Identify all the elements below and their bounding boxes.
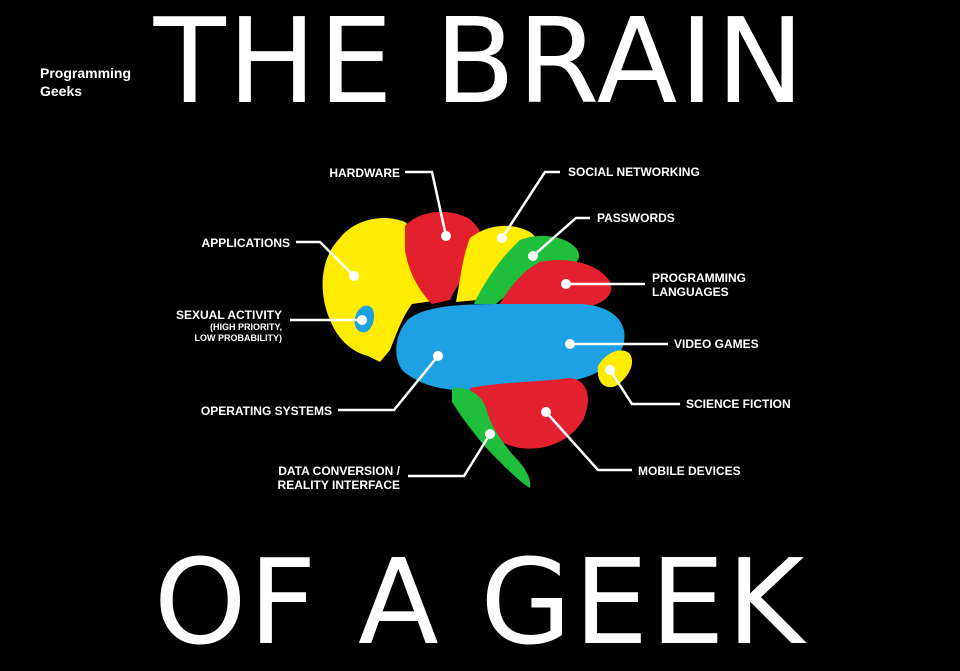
- label-science-fiction: SCIENCE FICTION: [686, 397, 791, 411]
- label-video-games: VIDEO GAMES: [674, 337, 759, 351]
- lobe-passwords: [474, 235, 580, 304]
- line-science-fiction: [608, 369, 680, 406]
- dot-passwords: [528, 251, 538, 261]
- line-data-conversion: [408, 433, 492, 478]
- lobe-video-games: [396, 304, 625, 391]
- line-mobile-devices: [545, 411, 632, 472]
- lobe-hardware: [405, 211, 483, 304]
- label-sexual-activity-sub1: (HIGH PRIORITY,: [209, 322, 282, 332]
- connector-dots: [349, 231, 615, 439]
- label-programming-languages-line1: PROGRAMMING: [652, 271, 746, 285]
- label-data-conversion-line1: DATA CONVERSION /: [278, 464, 400, 478]
- dot-hardware: [441, 231, 451, 241]
- label-data-conversion-line2: REALITY INTERFACE: [277, 478, 400, 492]
- label-sexual-activity-main: SEXUAL ACTIVITY: [175, 308, 282, 322]
- brain-lobes: [322, 211, 633, 488]
- label-sexual-activity-sub2: LOW PROBABILITY): [194, 333, 283, 343]
- label-sexual-activity: SEXUAL ACTIVITY (HIGH PRIORITY, LOW PROB…: [150, 308, 282, 344]
- title-top: THE BRAIN: [153, 0, 807, 130]
- dot-operating-systems: [433, 351, 443, 361]
- label-programming-languages-line2: LANGUAGES: [652, 285, 729, 299]
- line-passwords: [532, 216, 590, 257]
- line-operating-systems: [338, 355, 439, 412]
- dot-social-networking: [497, 233, 507, 243]
- dot-mobile-devices: [541, 407, 551, 417]
- label-data-conversion: DATA CONVERSION / REALITY INTERFACE: [250, 464, 400, 492]
- label-programming-languages: PROGRAMMING LANGUAGES: [652, 271, 746, 299]
- dot-sexual-activity: [357, 315, 367, 325]
- dot-programming-languages: [561, 279, 571, 289]
- label-mobile-devices: MOBILE DEVICES: [638, 464, 741, 478]
- lobe-science-fiction: [597, 350, 633, 388]
- label-operating-systems: OPERATING SYSTEMS: [200, 404, 332, 418]
- label-hardware: HARDWARE: [329, 166, 400, 180]
- label-passwords: PASSWORDS: [597, 211, 675, 225]
- line-applications: [296, 240, 355, 277]
- connector-lines: [290, 170, 680, 478]
- lobe-mobile-devices: [470, 378, 588, 449]
- line-social-networking: [500, 170, 560, 239]
- watermark-text: Programming Geeks: [40, 65, 132, 99]
- dot-data-conversion: [485, 429, 495, 439]
- dot-science-fiction: [605, 365, 615, 375]
- label-applications: APPLICATIONS: [201, 236, 290, 250]
- label-social-networking: SOCIAL NETWORKING: [568, 165, 700, 179]
- lobe-programming-languages: [496, 260, 612, 310]
- line-hardware: [405, 170, 448, 237]
- title-bottom: OF A GEEK: [153, 533, 807, 671]
- dot-video-games: [565, 339, 575, 349]
- dot-applications: [349, 271, 359, 281]
